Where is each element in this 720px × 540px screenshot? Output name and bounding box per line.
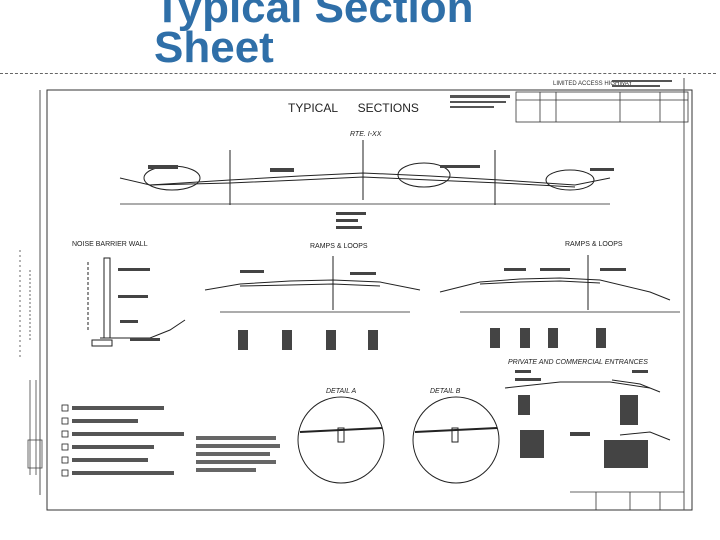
main-typical-section [119, 140, 611, 205]
rte-label: RTE. I-XX [350, 131, 382, 138]
noise-wall-notes [118, 268, 160, 341]
main-section-annotations [148, 165, 614, 229]
ramps-loops-1-section [204, 256, 421, 313]
ramps-loops-2-notes [490, 268, 626, 348]
private-entrances-notes [515, 370, 648, 468]
noise-wall-detail [87, 257, 186, 347]
sheet-main-title: TYPICAL SECTIONS [288, 101, 419, 115]
noise-wall-label: NOISE BARRIER WALL [72, 241, 148, 248]
ramps-loops-1-label: RAMPS & LOOPS [310, 243, 368, 250]
detail-b-circle [412, 396, 500, 484]
private-entrances-label: PRIVATE AND COMMERCIAL ENTRANCES [508, 359, 648, 366]
typical-section-drawing: LIMITED ACCESS HIGHWAY TYPICAL SECTIONS … [19, 78, 693, 511]
sheet-border [46, 89, 693, 511]
bottom-right-title-block [570, 491, 684, 510]
detail-a-label: DETAIL A [326, 388, 357, 395]
ramps-loops-2-section [439, 255, 680, 313]
detail-a-circle [297, 396, 385, 484]
slide-title: Typical Section Sheet [154, 0, 474, 66]
detail-b-label: DETAIL B [430, 388, 461, 395]
top-right-title-block [515, 91, 689, 123]
ramps-loops-1-notes [238, 270, 378, 350]
general-notes-block [196, 436, 280, 472]
title-area: Typical Section Sheet [0, 0, 720, 66]
dashed-divider [0, 73, 716, 74]
top-right-text-bars [450, 80, 672, 108]
legend-text-bars [72, 406, 184, 475]
top-right-label: LIMITED ACCESS HIGHWAY [553, 81, 632, 87]
left-title-block [19, 250, 43, 475]
legend-list [61, 404, 69, 477]
private-entrances-detail [504, 379, 671, 441]
ramps-loops-2-label: RAMPS & LOOPS [565, 241, 623, 248]
